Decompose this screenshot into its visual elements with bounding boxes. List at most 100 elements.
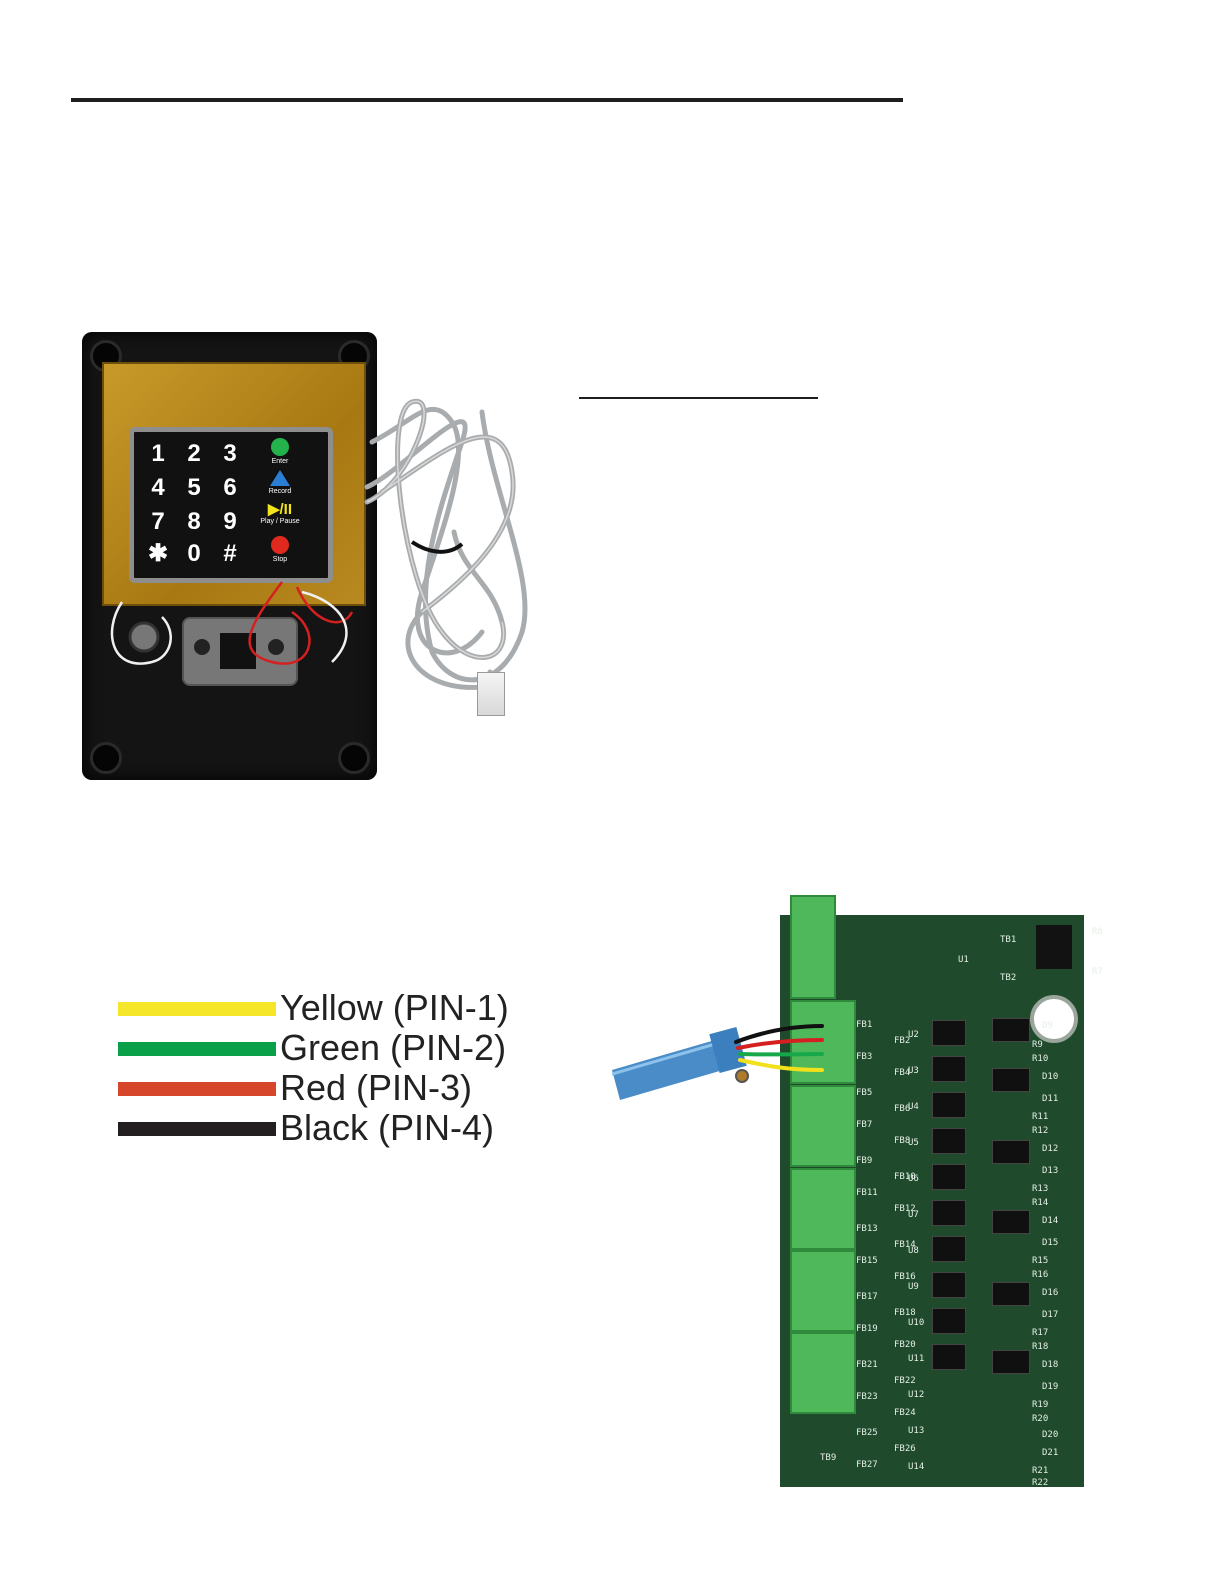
silk-r6: R6 [1092,927,1103,937]
diode-package [992,1018,1030,1042]
silk-r12: R12 [1032,1126,1049,1136]
ic-chip-u1 [1036,925,1072,969]
silk-r16: R16 [1032,1270,1049,1280]
silk-fb17: FB17 [856,1292,878,1302]
record-label: Record [268,488,292,495]
silk-d16: D16 [1042,1288,1059,1298]
green-wire-swatch [118,1042,276,1056]
heading-underline [579,397,818,399]
key-4: 4 [151,474,165,501]
diode-package [992,1350,1030,1374]
silk-u7: U7 [908,1210,919,1220]
silk-fb10: FB10 [894,1172,916,1182]
silk-fb1: FB1 [856,1020,873,1030]
silk-r13: R13 [1032,1184,1049,1194]
diode-package [992,1210,1030,1234]
record-icon [270,470,290,486]
silk-d9: D9 [1042,1021,1053,1031]
stop-icon [271,536,289,554]
silk-r10: R10 [1032,1054,1049,1064]
silk-fb7: FB7 [856,1120,873,1130]
silk-d10: D10 [1042,1072,1059,1082]
silk-r14: R14 [1032,1198,1049,1208]
silk-r15: R15 [1032,1256,1049,1266]
key-switch-icon [128,621,160,653]
silk-fb21: FB21 [856,1360,878,1370]
silk-r19: R19 [1032,1400,1049,1410]
coiled-cable [110,398,528,690]
terminal-block [790,1168,856,1250]
screw-hole [338,742,370,774]
optocoupler-chip [932,1164,966,1190]
silk-fb2: FB2 [894,1036,911,1046]
silk-u2: U2 [908,1030,919,1040]
silk-fb15: FB15 [856,1256,878,1266]
silk-fb3: FB3 [856,1052,873,1062]
silk-d19: D19 [1042,1382,1059,1392]
silk-d15: D15 [1042,1238,1059,1248]
terminal-block [790,1250,856,1332]
silk-fb12: FB12 [894,1204,916,1214]
silk-r22: R22 [1032,1478,1049,1488]
wiring-illustration [612,1024,824,1100]
terminal-board-photo: U1 R6 R7 TB1 TB2 TB9 D9 R9 R10 D10 [612,890,1103,1490]
legend-row-green: Green (PIN-2) [118,1028,558,1068]
silk-fb19: FB19 [856,1324,878,1334]
stop-key: Stop [254,536,306,563]
silk-d21: D21 [1042,1448,1059,1458]
silk-u8: U8 [908,1246,919,1256]
silk-tb9: TB9 [820,1453,837,1463]
legend-row-yellow: Yellow (PIN-1) [118,988,558,1028]
key-hash: # [223,540,237,567]
silk-u14: U14 [908,1462,925,1472]
silk-u13: U13 [908,1426,925,1436]
legend-label: Red (PIN-3) [280,1067,473,1108]
silk-fb9: FB9 [856,1156,873,1166]
mount-hole [268,639,284,655]
top-rule [71,98,903,102]
silk-fb24: FB24 [894,1408,916,1418]
silk-fb13: FB13 [856,1224,878,1234]
optocoupler-chip [932,1056,966,1082]
silk-fb11: FB11 [856,1188,878,1198]
silk-r21: R21 [1032,1466,1049,1476]
silk-fb4: FB4 [894,1068,911,1078]
diode-package [992,1282,1030,1306]
legend-row-red: Red (PIN-3) [118,1068,558,1108]
legend-label: Yellow (PIN-1) [280,987,509,1028]
tamper-switch-mount [182,617,298,686]
silk-fb18: FB18 [894,1308,916,1318]
silk-r9: R9 [1032,1040,1043,1050]
play-pause-label: Play / Pause [260,518,300,525]
silk-u10: U10 [908,1318,925,1328]
red-wire-swatch [118,1082,276,1096]
terminal-block [790,1085,856,1167]
silk-u5: U5 [908,1138,919,1148]
silk-r20: R20 [1032,1414,1049,1424]
yellow-wire-swatch [118,1002,276,1016]
play-pause-key: ▶/II Play / Pause [254,502,306,526]
silk-d18: D18 [1042,1360,1059,1370]
black-wire-swatch [118,1122,276,1136]
enter-label: Enter [271,458,289,465]
optocoupler-chip [932,1020,966,1046]
screw-hole [90,742,122,774]
optocoupler-chip [932,1128,966,1154]
silk-u12: U12 [908,1390,925,1400]
silk-fb20: FB20 [894,1340,916,1350]
key-5: 5 [187,474,201,501]
key-3: 3 [223,440,237,467]
silk-fb26: FB26 [894,1444,916,1454]
optocoupler-chip [932,1308,966,1334]
optocoupler-chip [932,1236,966,1262]
silk-d14: D14 [1042,1216,1059,1226]
silk-d11: D11 [1042,1094,1059,1104]
legend-row-black: Black (PIN-4) [118,1108,558,1148]
silk-u3: U3 [908,1066,919,1076]
optocoupler-chip [932,1092,966,1118]
silk-fb8: FB8 [894,1136,911,1146]
silk-tb1: TB1 [1000,935,1017,945]
silk-fb25: FB25 [856,1428,878,1438]
silk-fb22: FB22 [894,1376,916,1386]
silk-u9: U9 [908,1282,919,1292]
